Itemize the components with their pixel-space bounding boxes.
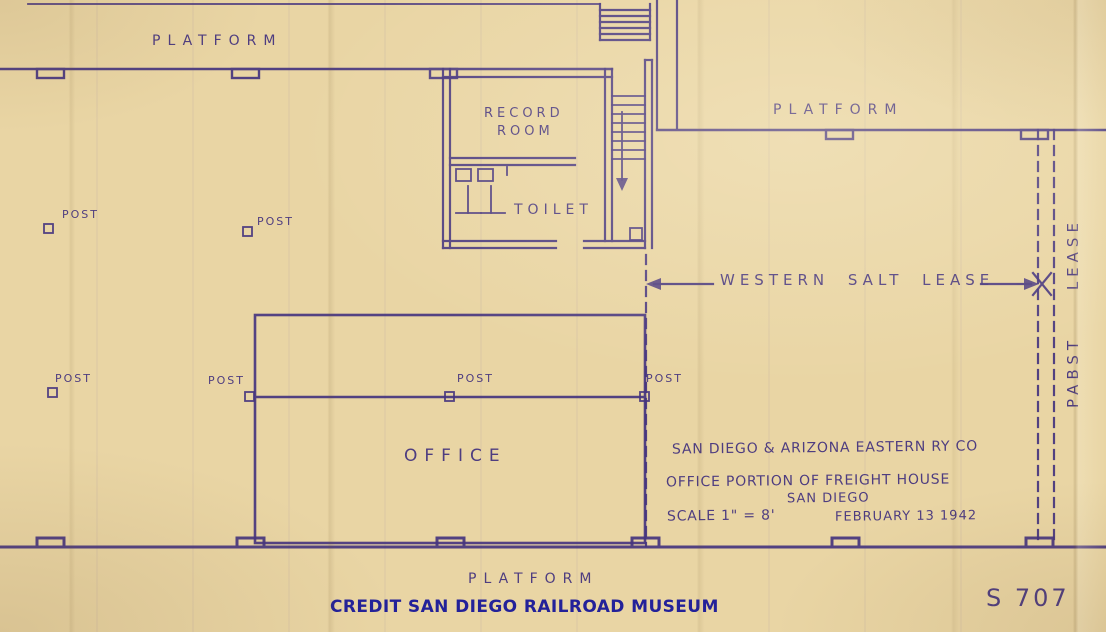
credit-caption: CREDIT SAN DIEGO RAILROAD MUSEUM	[330, 597, 719, 617]
label-platform-right: PLATFORM	[773, 102, 904, 118]
platform-edge-bottom	[0, 536, 1106, 549]
label-post-5: POST	[457, 372, 494, 385]
title-company: SAN DIEGO & ARIZONA EASTERN RY CO	[671, 438, 979, 458]
drawing-number: S 707	[986, 584, 1070, 612]
title-drawing-title: OFFICE PORTION OF FREIGHT HOUSE	[665, 471, 951, 491]
title-date: FEBRUARY 13 1942	[834, 508, 978, 525]
label-western-salt-lease: WESTERN SALT LEASE	[720, 271, 995, 289]
platform-edge-right	[655, 128, 1106, 141]
record-room-walls	[441, 58, 654, 250]
label-record-room-line2: ROOM	[497, 124, 554, 139]
label-pabst-lease: PABST LEASE	[1064, 218, 1082, 408]
title-scale-note: SCALE 1" = 8'	[666, 507, 776, 525]
pabst-lease-boundary	[1036, 128, 1056, 548]
label-record-room-line1: RECORD	[484, 106, 564, 121]
label-toilet: TOILET	[514, 202, 593, 218]
label-post-1: POST	[62, 208, 99, 221]
label-office: OFFICE	[404, 446, 507, 466]
label-post-3: POST	[55, 372, 92, 385]
post-symbols	[43, 223, 650, 402]
label-platform-bottom: PLATFORM	[468, 571, 599, 587]
title-city: SAN DIEGO	[786, 490, 870, 507]
label-platform-top: PLATFORM	[152, 33, 283, 49]
toilet-fixtures	[455, 166, 508, 214]
lease-arrows	[646, 271, 1053, 297]
office-walls	[253, 313, 647, 545]
stairwell	[611, 95, 646, 241]
top-stairs-and-wall	[598, 0, 679, 130]
label-post-4: POST	[208, 374, 245, 387]
label-post-6: POST	[646, 372, 683, 385]
label-post-2: POST	[257, 215, 294, 228]
